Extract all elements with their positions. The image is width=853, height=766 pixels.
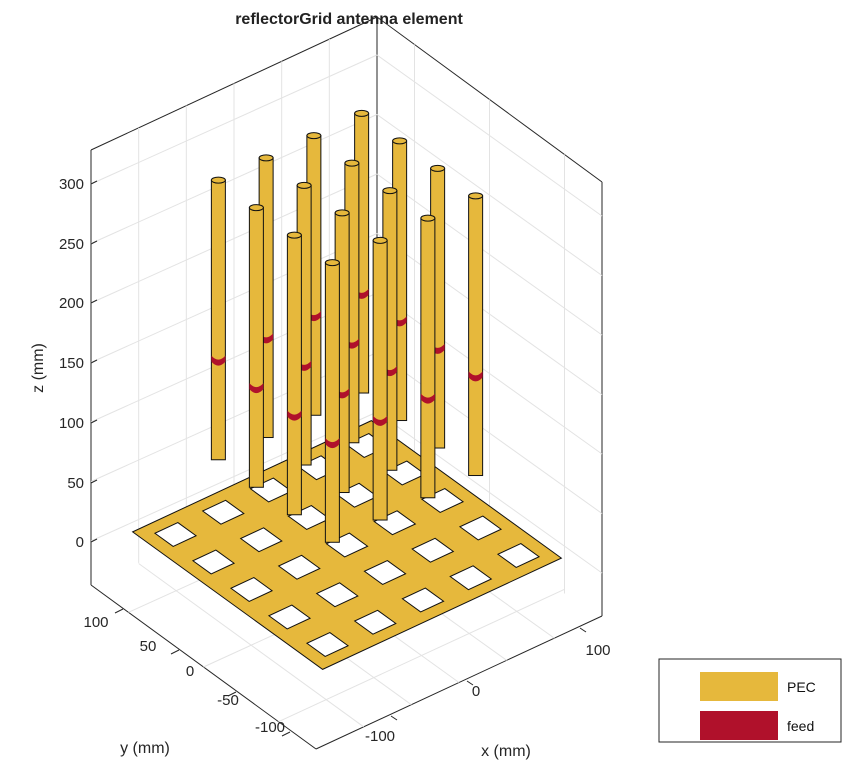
reflector-hole <box>401 587 445 613</box>
feed-gap <box>373 415 388 426</box>
reflector-hole <box>229 576 274 603</box>
reflector-hole <box>411 537 455 563</box>
x-tick-label: 0 <box>472 683 480 700</box>
dipole-element <box>248 204 264 488</box>
reflector-hole <box>315 582 359 608</box>
tick-marks <box>90 180 587 737</box>
dipole-array <box>210 109 484 543</box>
legend-label-pec: PEC <box>787 679 816 695</box>
legend-swatch-pec <box>700 672 778 701</box>
dipole-element <box>468 192 484 477</box>
z-tick-labels: 300 250 200 150 100 50 0 <box>59 176 84 551</box>
z-axis-label: z (mm) <box>30 343 47 393</box>
legend-swatch-feed <box>700 711 778 740</box>
reflector-hole <box>496 542 541 569</box>
z-tick-label: 100 <box>59 415 84 432</box>
reflector-hole <box>458 515 503 541</box>
z-tick-label: 50 <box>67 475 84 492</box>
x-axis-label: x (mm) <box>481 743 531 760</box>
x-tick-labels: -100 0 100 <box>365 642 611 745</box>
reflector-hole <box>201 499 245 525</box>
y-tick-label: 50 <box>140 638 157 655</box>
reflector-hole <box>239 527 283 553</box>
reflector-hole <box>353 609 397 635</box>
y-tick-labels: 100 50 0 -50 -100 <box>83 614 285 736</box>
reflector-hole <box>449 565 493 591</box>
reflector-hole <box>191 549 236 575</box>
reflector-hole <box>363 559 407 586</box>
x-tick-label: 100 <box>585 642 610 659</box>
dipole-element <box>324 259 340 543</box>
feed-gap <box>468 371 483 382</box>
z-tick-label: 0 <box>76 534 84 551</box>
legend: PEC feed <box>658 658 842 743</box>
y-tick-label: 0 <box>186 663 194 680</box>
dipole-element <box>286 231 302 516</box>
reflector-hole <box>267 604 312 630</box>
feed-gap <box>287 410 302 421</box>
reflector-hole <box>305 631 350 658</box>
feed-gap <box>249 383 264 394</box>
legend-label-feed: feed <box>787 718 814 734</box>
z-tick-label: 250 <box>59 236 84 253</box>
y-tick-label: -50 <box>217 692 239 709</box>
y-axis-label: y (mm) <box>120 740 170 757</box>
dipole-element <box>420 214 436 499</box>
reflector-hole <box>277 554 321 580</box>
z-tick-label: 150 <box>59 355 84 372</box>
y-tick-label: -100 <box>255 719 285 736</box>
feed-gap <box>211 355 226 366</box>
feed-gap <box>325 438 340 449</box>
reflector-hole <box>153 521 198 548</box>
feed-gap <box>420 393 435 404</box>
z-tick-label: 200 <box>59 295 84 312</box>
z-tick-label: 300 <box>59 176 84 193</box>
dipole-element <box>372 236 388 521</box>
dipole-element <box>210 176 226 461</box>
y-tick-label: 100 <box>83 614 108 631</box>
plot-title: reflectorGrid antenna element <box>235 11 463 28</box>
x-tick-label: -100 <box>365 728 395 745</box>
